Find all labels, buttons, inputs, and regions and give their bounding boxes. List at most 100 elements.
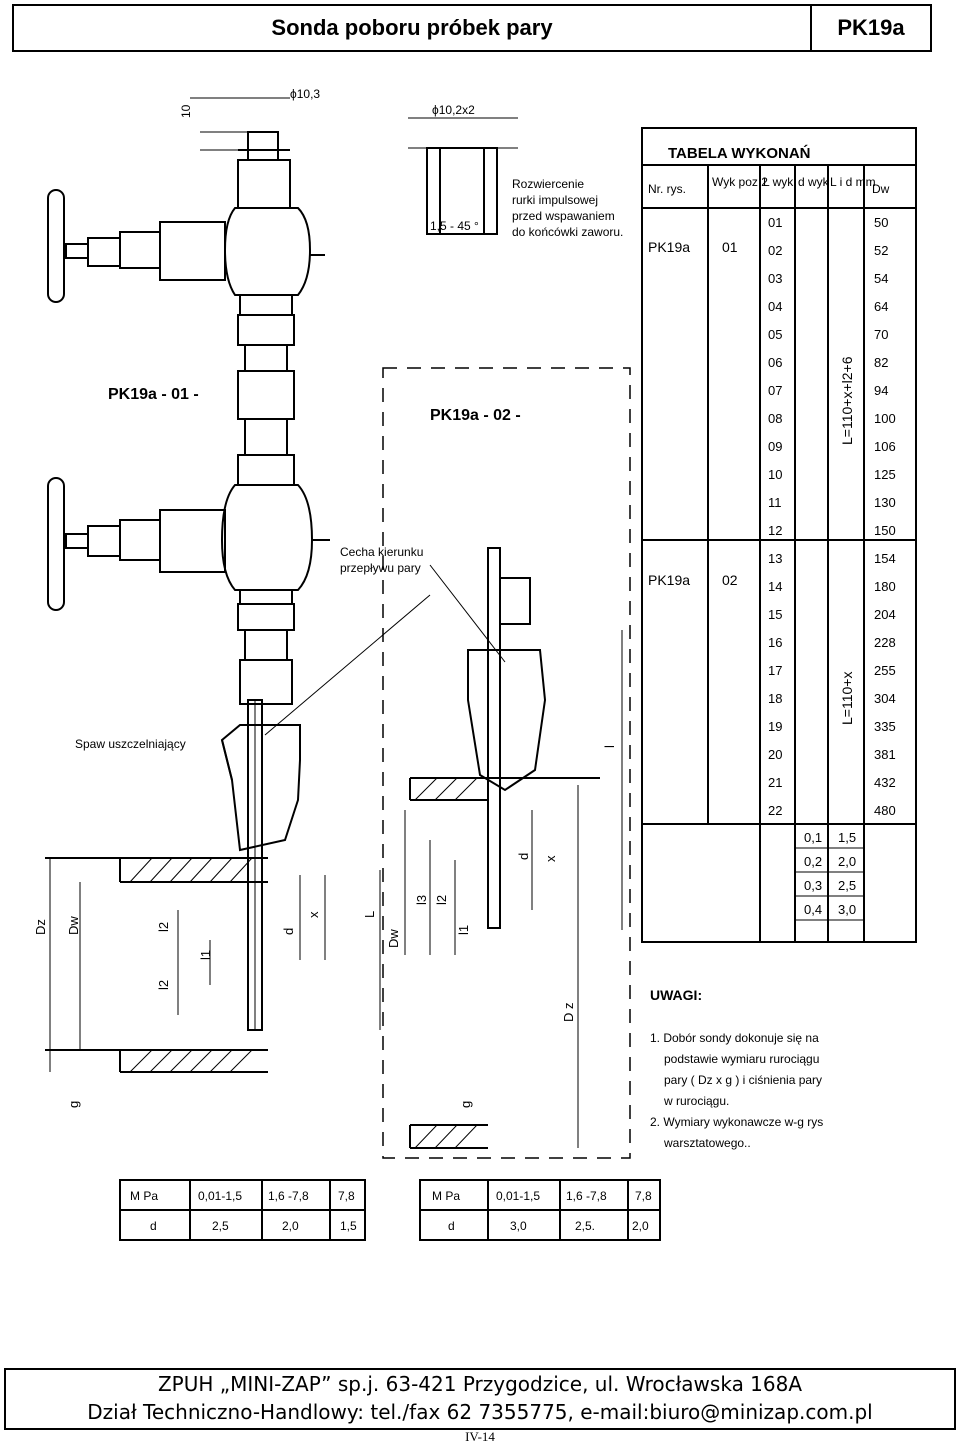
- wyk-row-L: 21: [768, 775, 782, 790]
- wyk-row-dw: 100: [874, 411, 896, 426]
- group2-formula: L=110+x: [839, 672, 855, 725]
- sym-d-2: d: [516, 853, 531, 860]
- th-wyk: Wyk poz 2: [712, 175, 768, 189]
- note-drill-2: rurki impulsowej: [512, 193, 598, 207]
- label-pk19a-01: PK19a - 01 -: [108, 386, 199, 403]
- uwagi-line-2: podstawie wymiaru rurociągu: [664, 1052, 819, 1066]
- uwagi-line-5: 2. Wymiary wykonawcze w-g rys: [650, 1115, 823, 1129]
- wyk-row-dw: 154: [874, 551, 896, 566]
- uwagi-title: UWAGI:: [650, 987, 702, 1003]
- dim-chamfer: 1,5 - 45 °: [430, 219, 479, 233]
- uwagi-line-3: pary ( Dz x g ) i ciśnienia pary: [664, 1073, 822, 1087]
- wyk-row-L: 16: [768, 635, 782, 650]
- wyk-row-L: 12: [768, 523, 782, 538]
- wyk-row-L: 08: [768, 411, 782, 426]
- th-L: L wyk: [763, 175, 794, 189]
- page-title: Sonda poboru próbek pary: [14, 6, 812, 50]
- d-row-3-a: 0,4: [804, 902, 822, 917]
- sym-l: l: [602, 745, 617, 748]
- wyk-row-dw: 94: [874, 383, 888, 398]
- sym-l1: l1: [198, 950, 213, 960]
- d-row-0-b: 1,5: [838, 830, 856, 845]
- sym-x: x: [306, 911, 321, 918]
- sym-dz-2: D z: [561, 1003, 576, 1023]
- note-drill-4: do końcówki zaworu.: [512, 225, 623, 239]
- sym-L: L: [362, 911, 377, 918]
- wyk-row-L: 10: [768, 467, 782, 482]
- sym-g-2: g: [458, 1101, 473, 1108]
- group2-wyk: 02: [722, 572, 738, 588]
- sym-l2-b: l2: [156, 980, 171, 990]
- sym-dw: Dw: [66, 916, 81, 935]
- pt1-r1-c3: 1,6 -7,8: [268, 1189, 309, 1203]
- table-wykonan: TABELA WYKONAŃ Nr. rys. Wyk poz 2 L wyk …: [648, 145, 896, 917]
- pressure-table-right: M Pa 0,01-1,5 1,6 -7,8 7,8 d 3,0 2,5. 2,…: [432, 1189, 652, 1233]
- group1-nr: PK19a: [648, 239, 690, 255]
- wyk-row-L: 04: [768, 299, 782, 314]
- th-dw: Dw: [872, 182, 890, 196]
- wyk-row-dw: 50: [874, 215, 888, 230]
- wyk-row-dw: 82: [874, 355, 888, 370]
- sym-dw-2: Dw: [386, 929, 401, 948]
- wyk-row-L: 05: [768, 327, 782, 342]
- wyk-row-L: 11: [768, 495, 782, 510]
- wyk-row-dw: 70: [874, 327, 888, 342]
- wyk-row-L: 07: [768, 383, 782, 398]
- note-flow-1: Cecha kierunku: [340, 545, 423, 559]
- uwagi-line-4: w rurociągu.: [663, 1094, 729, 1108]
- note-weld: Spaw uszczelniający: [75, 737, 186, 751]
- d-row-0-a: 0,1: [804, 830, 822, 845]
- pt2-r2-c3: 2,5.: [575, 1219, 595, 1233]
- d-row-1-a: 0,2: [804, 854, 822, 869]
- pt2-r2-c1: d: [448, 1219, 455, 1233]
- technical-drawing: [45, 97, 917, 1241]
- note-flow-2: przepływu pary: [340, 561, 421, 575]
- table-title: TABELA WYKONAŃ: [668, 145, 811, 162]
- sym-l1-b: l1: [456, 925, 471, 935]
- sym-d: d: [281, 928, 296, 935]
- pt1-r2-c2: 2,5: [212, 1219, 229, 1233]
- wyk-row-L: 20: [768, 747, 782, 762]
- detail-drawing-02: [264, 367, 631, 1159]
- group1-formula: L=110+x+l2+6: [839, 356, 855, 445]
- tube-detail: [190, 97, 518, 235]
- footer-contact: Dział Techniczno-Handlowy: tel./fax 62 7…: [87, 1400, 873, 1424]
- wyk-row-dw: 125: [874, 467, 896, 482]
- sym-l3: l3: [414, 895, 429, 905]
- wyk-row-L: 13: [768, 551, 782, 566]
- d-row-3-b: 3,0: [838, 902, 856, 917]
- wyk-row-dw: 150: [874, 523, 896, 538]
- product-code: PK19a: [837, 15, 905, 40]
- d-row-1-b: 2,0: [838, 854, 856, 869]
- pt1-r2-c4: 1,5: [340, 1219, 357, 1233]
- wyk-row-L: 18: [768, 691, 782, 706]
- group1-wyk: 01: [722, 239, 738, 255]
- wyk-row-L: 14: [768, 579, 782, 594]
- wyk-row-dw: 204: [874, 607, 896, 622]
- pressure-table-grids: [119, 1179, 661, 1241]
- pt2-r1-c1: M Pa: [432, 1189, 460, 1203]
- pt2-r2-c4: 2,0: [632, 1219, 649, 1233]
- note-drill-3: przed wspawaniem: [512, 209, 615, 223]
- pt2-r1-c4: 7,8: [635, 1189, 652, 1203]
- group2-nr: PK19a: [648, 572, 690, 588]
- th-Lid: L i d mm: [830, 175, 876, 189]
- page-number: IV-14: [465, 1429, 495, 1444]
- pt1-r1-c4: 7,8: [338, 1189, 355, 1203]
- wyk-row-dw: 255: [874, 663, 896, 678]
- wyk-row-L: 02: [768, 243, 782, 258]
- footer-address: ZPUH „MINI-ZAP” sp.j. 63-421 Przygodzice…: [157, 1372, 803, 1396]
- sym-x-2: x: [543, 855, 558, 862]
- th-nr: Nr. rys.: [648, 182, 686, 196]
- wyk-row-dw: 106: [874, 439, 896, 454]
- uwagi-line-1: 1. Dobór sondy dokonuje się na: [650, 1031, 819, 1045]
- wyk-row-L: 03: [768, 271, 782, 286]
- uwagi-line-6: warsztatowego..: [663, 1136, 751, 1150]
- d-row-2-b: 2,5: [838, 878, 856, 893]
- wyk-row-dw: 52: [874, 243, 888, 258]
- pt2-r2-c2: 3,0: [510, 1219, 527, 1233]
- wyk-row-dw: 381: [874, 747, 896, 762]
- dim-top-phi: ϕ10,3: [290, 87, 320, 101]
- pt1-r2-c1: d: [150, 1219, 157, 1233]
- wyk-row-dw: 480: [874, 803, 896, 818]
